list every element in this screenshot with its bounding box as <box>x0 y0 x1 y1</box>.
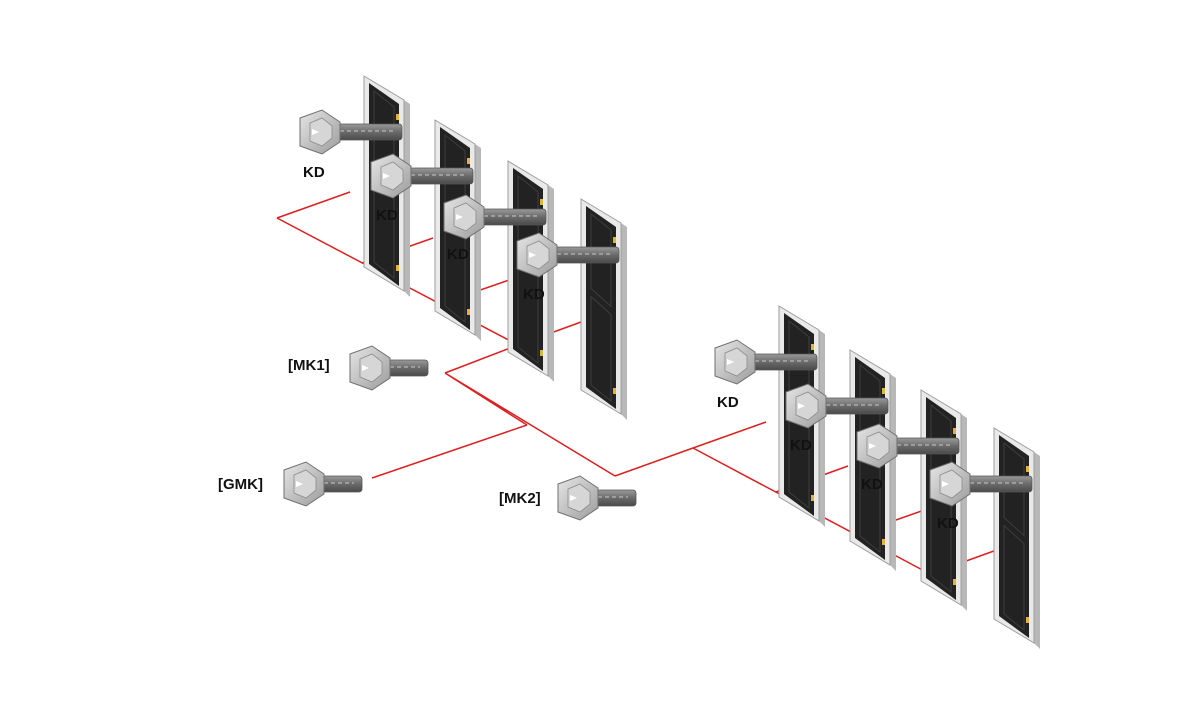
door-key-label: KD <box>523 286 545 303</box>
door-key-label: KD <box>861 476 883 493</box>
key-icon <box>785 383 889 429</box>
mk1-door1-line <box>276 191 351 219</box>
mk1-trunk-line <box>444 344 519 374</box>
door-key-label: KD <box>447 246 469 263</box>
key-icon <box>557 475 637 521</box>
door-icon <box>993 427 1040 649</box>
key-icon <box>349 345 429 391</box>
door-key-label: KD <box>937 515 959 532</box>
key-icon <box>299 109 403 155</box>
mk2-key-label: [MK2] <box>499 490 541 507</box>
key-icon <box>714 339 818 385</box>
key-icon <box>516 232 620 278</box>
key-icon <box>283 461 363 507</box>
mk1-key-label: [MK1] <box>288 357 330 374</box>
door-key-label: KD <box>376 207 398 224</box>
key-icon <box>856 423 960 469</box>
key-icon <box>370 153 474 199</box>
key-icon <box>443 194 547 240</box>
door-key-label: KD <box>717 394 739 411</box>
mk2-door1-line <box>692 421 767 449</box>
key-icon <box>929 461 1033 507</box>
door-icon <box>580 198 627 420</box>
door-key-label: KD <box>303 164 325 181</box>
gmk-branch-line <box>371 424 528 479</box>
mk2-trunk-line <box>614 447 694 477</box>
door-key-label: KD <box>790 437 812 454</box>
gmk-key-label: [GMK] <box>218 476 263 493</box>
